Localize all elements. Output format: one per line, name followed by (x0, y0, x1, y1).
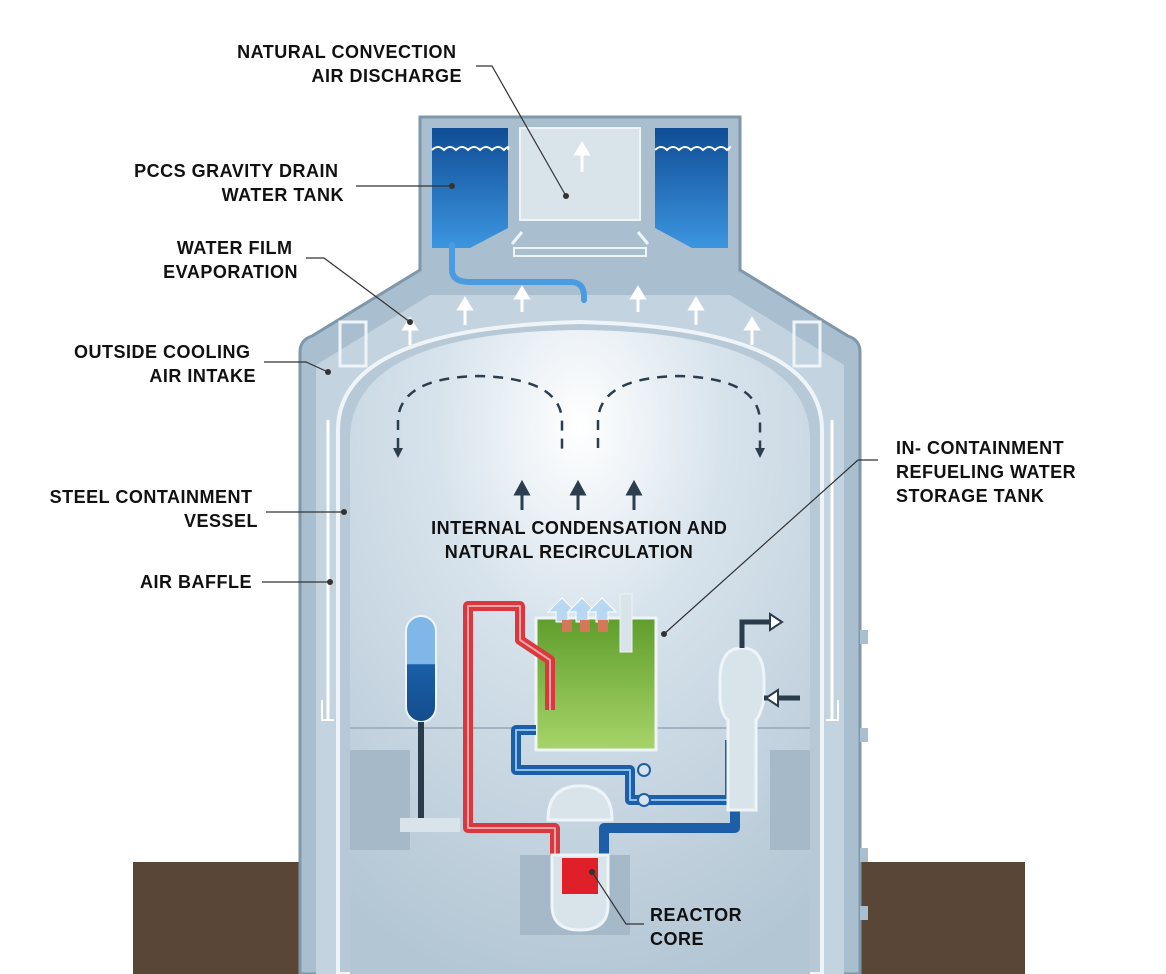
air-arrows (401, 141, 761, 345)
label-line: INTERNAL CONDENSATION AND (431, 518, 727, 538)
irwst-nozzles (562, 620, 608, 632)
label-line: AIR BAFFLE (140, 572, 252, 592)
accumulator-tank (405, 615, 437, 723)
pccs-tank-right (655, 128, 728, 248)
feedwater-in-arrow (764, 688, 779, 708)
label-line: CORE (650, 929, 704, 949)
accumulator-base (400, 818, 460, 832)
ground-right (850, 862, 1025, 974)
label-line: EVAPORATION (163, 262, 298, 282)
chimney (519, 127, 641, 221)
label-line: REACTOR (650, 905, 742, 925)
label-line: WATER TANK (222, 185, 344, 205)
steam-out-arrow (769, 612, 784, 632)
wall-notch (860, 906, 868, 920)
air-intake-left (338, 320, 368, 368)
label-line: NATURAL RECIRCULATION (445, 542, 693, 562)
label-outside-air: OUTSIDE COOLING AIR INTAKE (74, 342, 256, 386)
leader-dots (325, 183, 667, 875)
pccs-tank-left (432, 128, 508, 248)
irwst-tank (534, 616, 658, 752)
recirculation-arrows (396, 374, 762, 452)
air-intake-right (792, 320, 822, 368)
label-line: OUTSIDE COOLING (74, 342, 251, 362)
label-line: AIR INTAKE (149, 366, 256, 386)
reactor-vessel-head (546, 784, 614, 822)
lower-compartment-left (350, 750, 410, 850)
valve (637, 763, 651, 777)
label-air-baffle: AIR BAFFLE (140, 572, 252, 592)
wall-notch (860, 848, 868, 862)
label-line: NATURAL CONVECTION (237, 42, 456, 62)
steam-line (739, 619, 770, 648)
label-pccs-tank: PCCS GRAVITY DRAIN WATER TANK (134, 161, 344, 205)
chimney-diffuser (513, 247, 647, 257)
label-line: AIR DISCHARGE (311, 66, 462, 86)
reactor-core (562, 858, 598, 894)
wall-notch (860, 728, 868, 742)
label-natural-convection: NATURAL CONVECTION AIR DISCHARGE (237, 42, 462, 86)
drain-pipe (449, 242, 587, 303)
label-steel-vessel: STEEL CONTAINMENT VESSEL (50, 487, 258, 531)
label-line: STEEL CONTAINMENT (50, 487, 253, 507)
label-line: STORAGE TANK (896, 486, 1044, 506)
air-baffle-bottom-left (321, 700, 334, 721)
label-line: WATER FILM (177, 238, 293, 258)
cold-leg-2 (599, 810, 740, 855)
valve (637, 793, 651, 807)
leader-lines (262, 65, 878, 925)
tank-wave-left (431, 146, 510, 152)
irwst-vent-arrows (546, 597, 618, 623)
label-line: IN- CONTAINMENT (896, 438, 1064, 458)
label-line: PCCS GRAVITY DRAIN (134, 161, 338, 181)
chimney-vane (636, 231, 650, 245)
label-line: VESSEL (184, 511, 258, 531)
label-line: REFUELING WATER (896, 462, 1076, 482)
steam-generator (718, 646, 766, 812)
label-internal-condensation: INTERNAL CONDENSATION AND NATURAL RECIRC… (431, 518, 733, 562)
tank-wave-right (654, 146, 732, 152)
recirculation-arrowheads (393, 448, 765, 458)
wall-notch (860, 630, 868, 644)
chimney-vane (510, 231, 524, 245)
hot-leg-glow (467, 605, 556, 855)
condensation-up-arrows (513, 479, 643, 510)
label-irwst: IN- CONTAINMENT REFUELING WATER STORAGE … (896, 438, 1082, 506)
label-water-film: WATER FILM EVAPORATION (163, 238, 298, 282)
label-reactor-core: REACTOR CORE (650, 905, 748, 949)
air-baffle-bottom-right (826, 700, 839, 721)
lower-compartment-right (770, 750, 810, 850)
irwst-vent (619, 593, 633, 653)
